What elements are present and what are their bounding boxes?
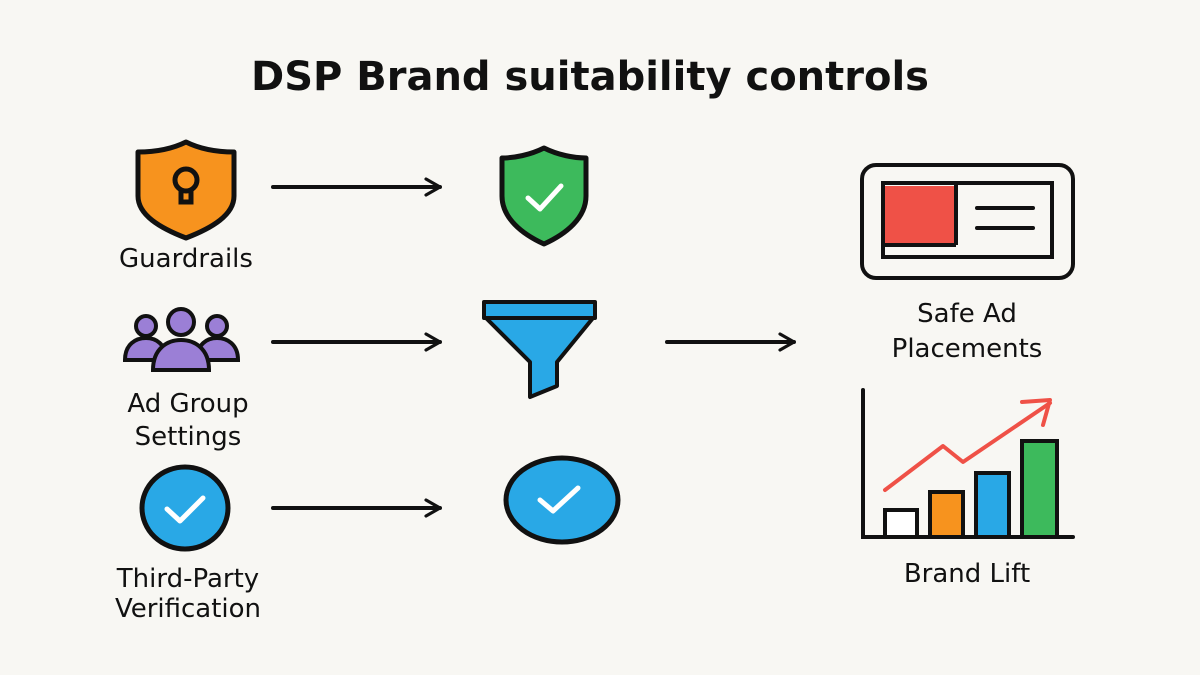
shield-check-icon (499, 145, 589, 247)
safe-ad-label-line2: Placements (892, 334, 1043, 364)
funnel-icon (482, 300, 597, 399)
bar-chart-growth-icon (861, 388, 1075, 539)
third-party-label-line2: Verification (115, 594, 261, 624)
guardrails-label: Guardrails (119, 244, 253, 274)
ad-group-label-line2: Settings (135, 422, 242, 452)
check-circle-icon (139, 464, 231, 552)
page-title: DSP Brand suitability controls (251, 54, 929, 100)
check-circle-icon (503, 455, 621, 545)
brand-lift-label: Brand Lift (904, 559, 1030, 589)
users-group-icon (122, 307, 241, 372)
shield-keyhole-icon (135, 139, 237, 241)
ad-card-icon (860, 163, 1075, 280)
ad-group-label-line1: Ad Group (127, 389, 248, 419)
safe-ad-label-line1: Safe Ad (917, 299, 1017, 329)
third-party-label-line1: Third-Party (116, 564, 259, 594)
